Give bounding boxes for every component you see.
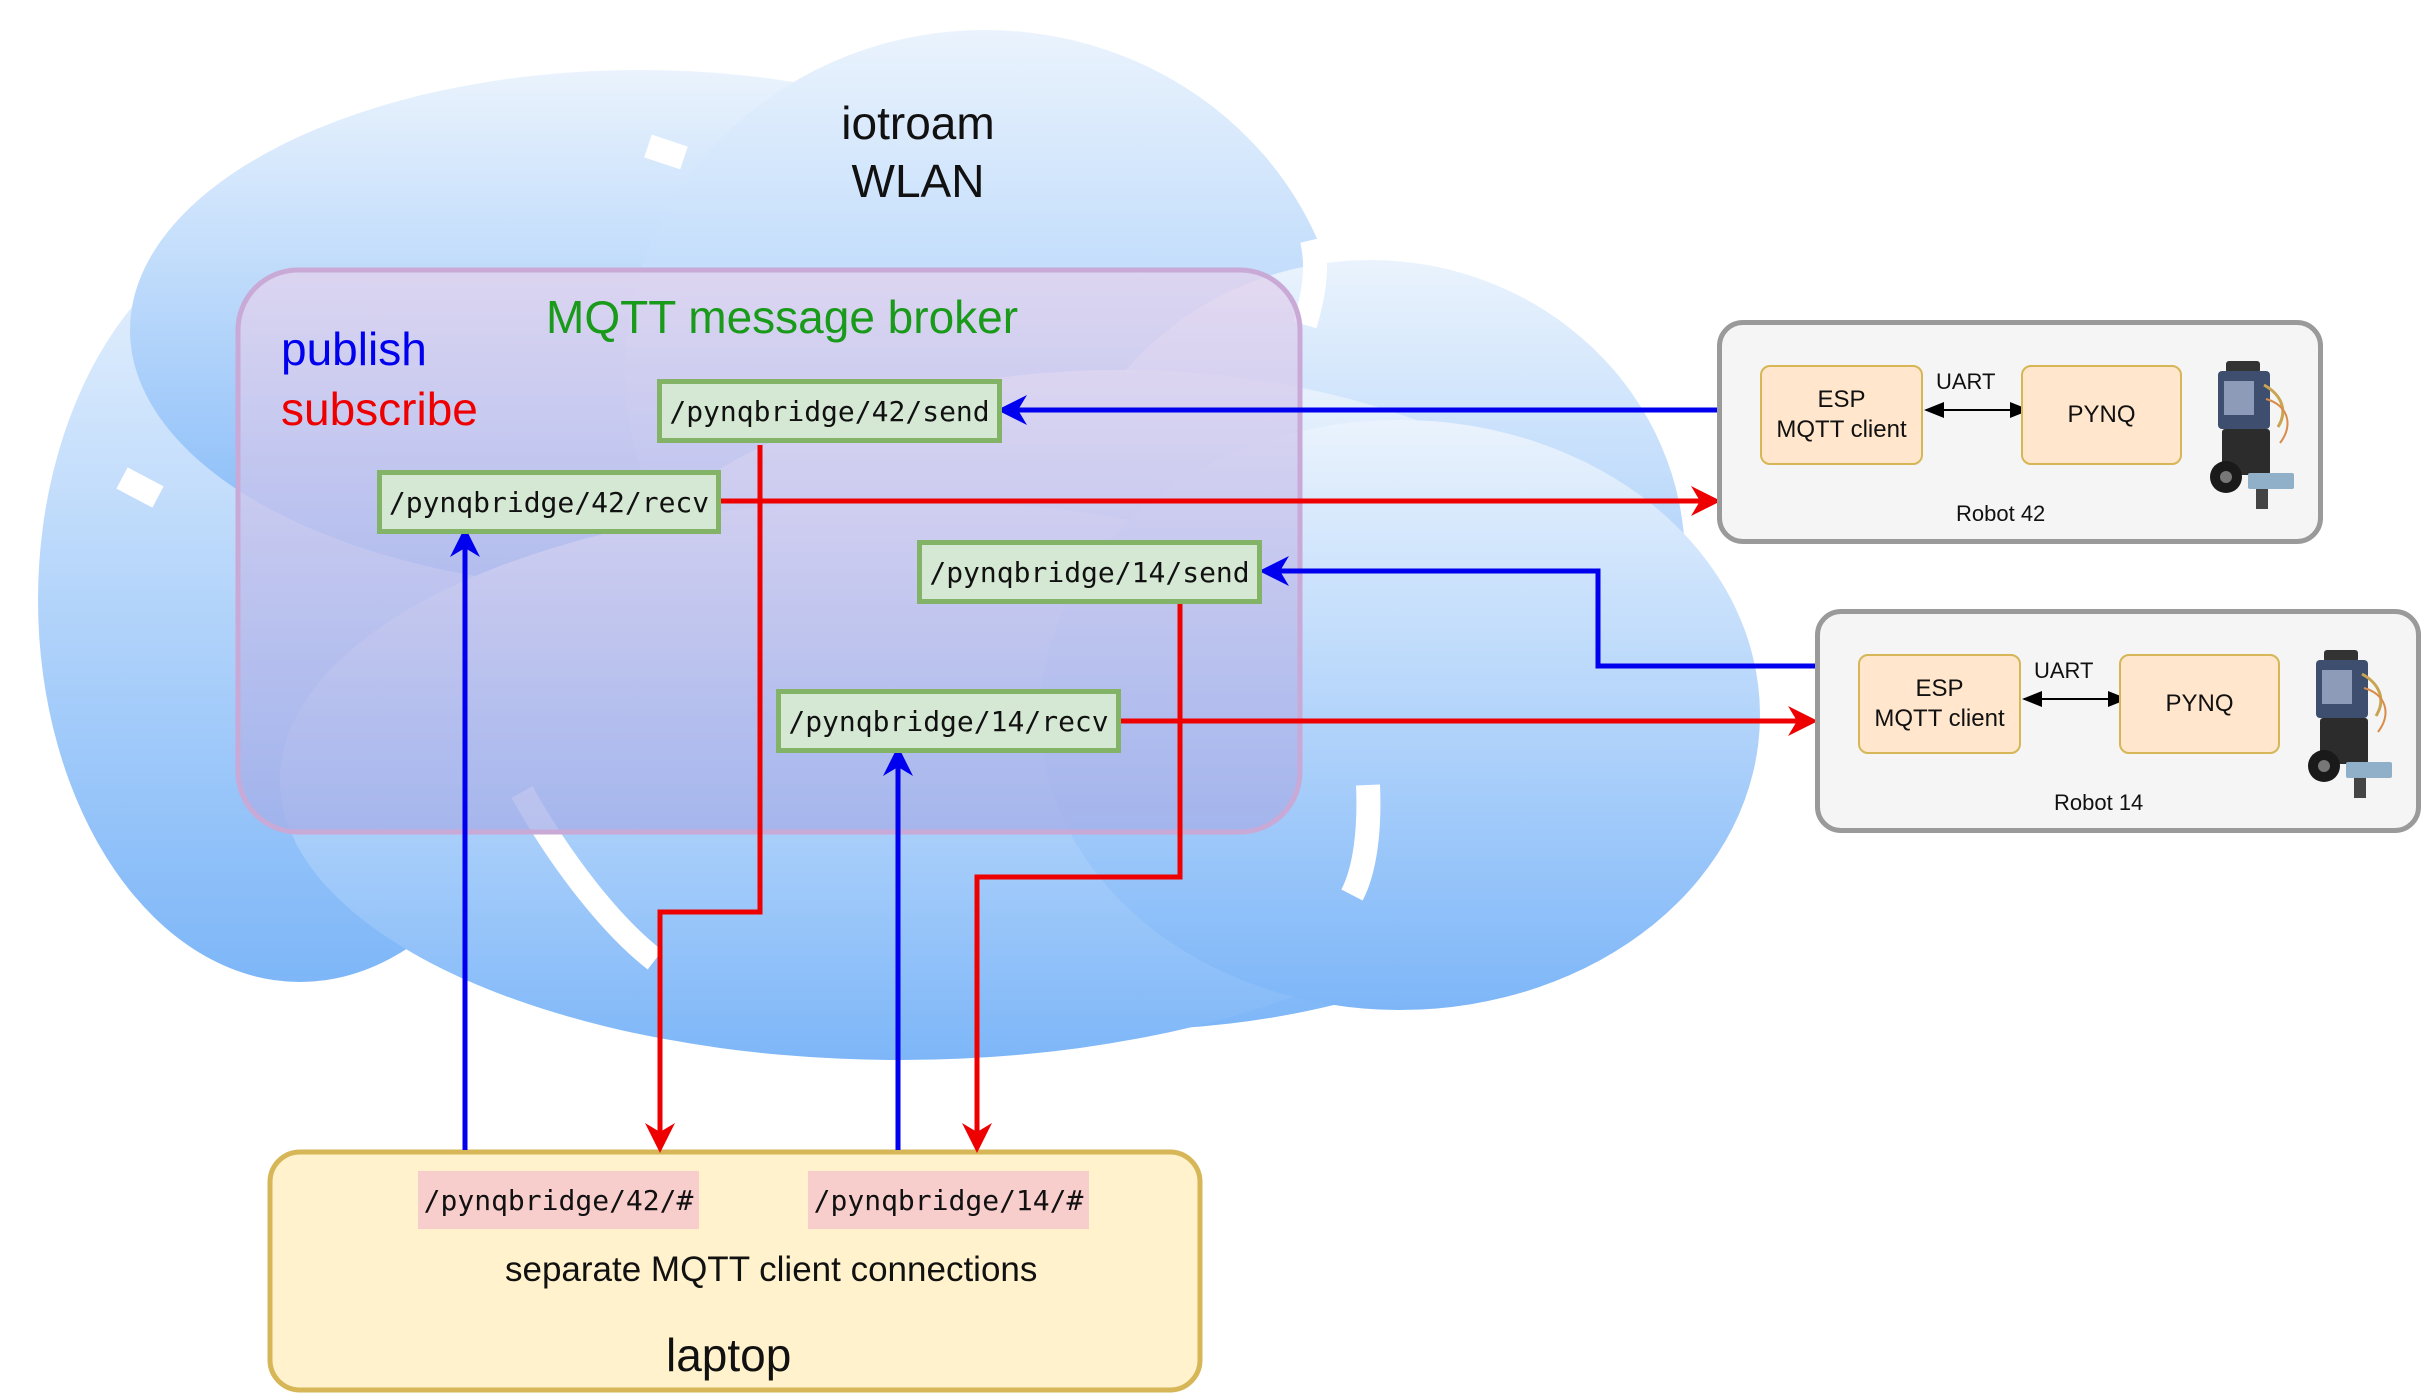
subscribe-arrow-send14-laptop (962, 602, 1183, 1153)
robot-photo-icon (2308, 650, 2392, 798)
robot-42-esp-box: ESP MQTT client (1760, 365, 1923, 465)
robot-photo-icon (2210, 361, 2294, 509)
subscription-42: /pynqbridge/42/# (418, 1171, 699, 1229)
robot-14-esp-box: ESP MQTT client (1858, 654, 2021, 754)
robot-42-esp-label: ESP (1817, 386, 1866, 413)
robot-42-panel[interactable]: ESP MQTT client UART PYNQ Robot 42 (1717, 320, 2323, 544)
legend-subscribe: subscribe (281, 383, 478, 435)
laptop-caption: separate MQTT client connections (505, 1250, 1038, 1289)
robot-14-esp-label: ESP (1915, 675, 1964, 702)
robot-42-pynq-label: PYNQ (2067, 401, 2136, 428)
robot-42-uart-arrow (1924, 402, 2030, 418)
robot-14-pynq-label: PYNQ (2165, 690, 2234, 717)
laptop-label: laptop (666, 1329, 792, 1381)
robot-14-name: Robot 14 (2054, 790, 2144, 815)
wlan-type: WLAN (851, 155, 985, 207)
robot-14-panel[interactable]: ESP MQTT client UART PYNQ Robot 14 (1815, 609, 2421, 833)
topic-send-42[interactable]: /pynqbridge/42/send (657, 379, 1002, 443)
wlan-name: iotroam (841, 97, 995, 149)
topic-send-14[interactable]: /pynqbridge/14/send (917, 540, 1262, 604)
robot-14-uart-label: UART (2034, 658, 2094, 683)
legend-publish: publish (281, 323, 427, 375)
broker-title: MQTT message broker (546, 291, 1019, 343)
robot-42-uart-label: UART (1936, 369, 1996, 394)
robot-42-name: Robot 42 (1956, 501, 2046, 526)
robot-14-pynq-box: PYNQ (2119, 654, 2280, 754)
robot-14-uart-arrow (2022, 691, 2128, 707)
subscription-14: /pynqbridge/14/# (808, 1171, 1089, 1229)
wlan-label: iotroam WLAN (838, 94, 998, 210)
robot-42-mqtt-label: MQTT client (1776, 416, 1907, 443)
robot-42-pynq-box: PYNQ (2021, 365, 2182, 465)
robot-14-mqtt-label: MQTT client (1874, 705, 2005, 732)
publish-arrow-robot14-send14 (1259, 556, 1818, 669)
subscribe-arrow-send42-laptop (645, 445, 763, 1153)
topic-recv-42[interactable]: /pynqbridge/42/recv (377, 470, 721, 534)
topic-recv-14[interactable]: /pynqbridge/14/recv (776, 689, 1121, 753)
